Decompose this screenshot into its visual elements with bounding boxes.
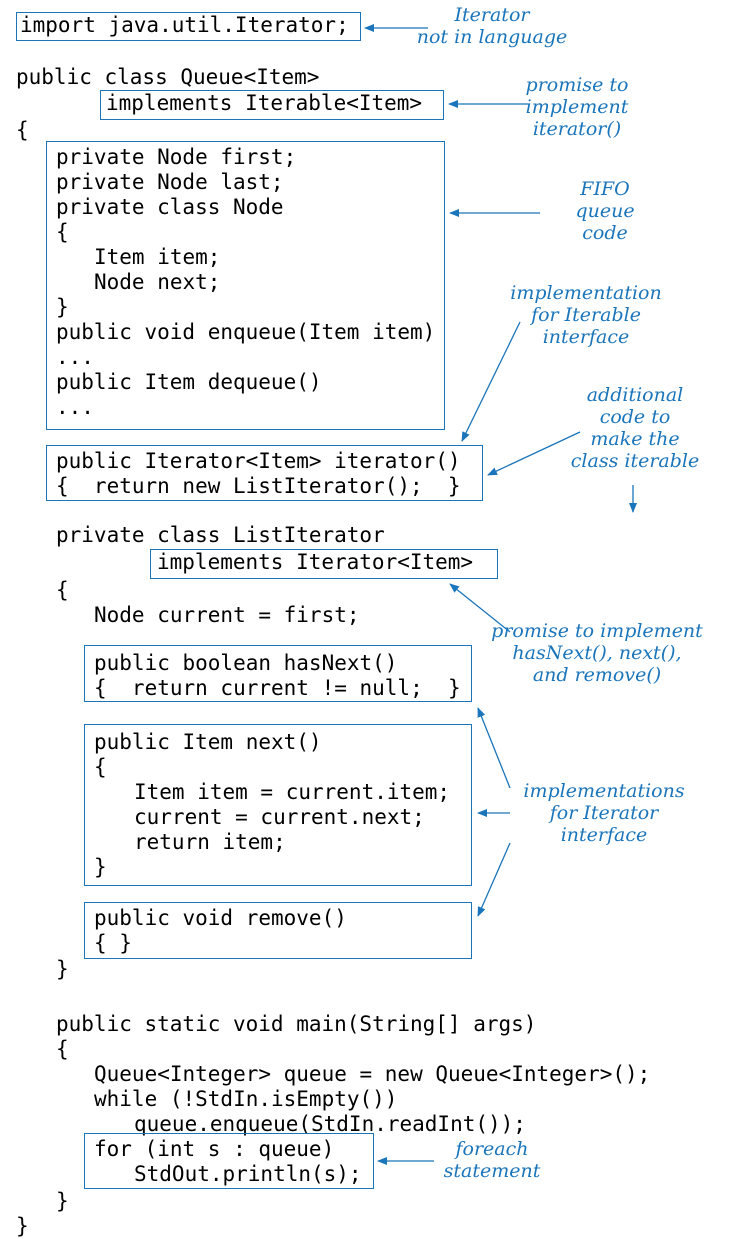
ellipsis-2: ... xyxy=(56,395,94,419)
remove-box xyxy=(84,902,472,959)
import-line: import java.util.Iterator; xyxy=(20,13,349,37)
hasnext-signature: public boolean hasNext() xyxy=(94,651,398,675)
iterator-signature: public Iterator<Item> iterator() xyxy=(56,449,461,473)
field-first: private Node first; xyxy=(56,145,297,169)
node-next-field: Node next; xyxy=(94,270,221,294)
main-queue-line: Queue<Integer> queue = new Queue<Integer… xyxy=(94,1062,651,1086)
annotation-iterator-not-in-language: Iterator not in language xyxy=(416,4,568,48)
node-class-decl: private class Node xyxy=(56,195,284,219)
implements-iterator-box xyxy=(150,549,498,579)
field-last: private Node last; xyxy=(56,170,284,194)
foreach-line: for (int s : queue) xyxy=(94,1137,335,1161)
listiterator-close-brace: } xyxy=(56,957,69,981)
next-line-item: Item item = current.item; xyxy=(134,780,451,804)
remove-body: { } xyxy=(94,931,132,955)
class-close-brace: } xyxy=(16,1214,29,1238)
main-close-brace: } xyxy=(56,1189,69,1213)
class-open-brace: { xyxy=(16,118,29,142)
implements-iterable: implements Iterable<Item> xyxy=(106,91,423,115)
implements-iterator: implements Iterator<Item> xyxy=(157,550,474,574)
annotation-impl-iterator: implementations for Iterator interface xyxy=(523,780,685,846)
fifo-queue-code-box xyxy=(46,141,445,430)
annotation-additional-code: additional code to make the class iterab… xyxy=(570,384,700,472)
main-signature: public static void main(String[] args) xyxy=(56,1012,537,1036)
main-while-line: while (!StdIn.isEmpty()) xyxy=(94,1087,398,1111)
next-line-return: return item; xyxy=(134,830,286,854)
current-field: Node current = first; xyxy=(94,603,360,627)
hasnext-body: { return current != null; } xyxy=(94,676,461,700)
println-line: StdOut.println(s); xyxy=(134,1162,362,1186)
implements-iterable-box xyxy=(100,90,444,120)
next-open-brace: { xyxy=(94,755,107,779)
arrow-impl-to-hasnext xyxy=(477,707,511,789)
foreach-box xyxy=(84,1133,374,1189)
remove-signature: public void remove() xyxy=(94,906,347,930)
iterator-method-box xyxy=(46,445,483,501)
next-signature: public Item next() xyxy=(94,730,322,754)
class-declaration: public class Queue<Item> xyxy=(16,65,320,89)
annotation-impl-iterable: implementation for Iterable interface xyxy=(510,282,662,348)
arrow-impl-to-remove xyxy=(477,842,511,917)
annotation-fifo-queue-code: FIFO queue code xyxy=(575,178,635,244)
arrow-additional-code xyxy=(487,431,581,476)
node-open-brace: { xyxy=(56,220,69,244)
import-box xyxy=(16,12,361,41)
node-close-brace: } xyxy=(56,295,69,319)
next-close-brace: } xyxy=(94,855,107,879)
annotation-promise-iterator: promise to implement iterator() xyxy=(525,74,629,140)
arrow-promise-iterator-methods xyxy=(449,583,511,633)
enqueue-signature: public void enqueue(Item item) xyxy=(56,320,436,344)
main-open-brace: { xyxy=(56,1037,69,1061)
annotation-promise-iterator-methods: promise to implement hasNext(), next(), … xyxy=(491,620,703,686)
next-line-advance: current = current.next; xyxy=(134,805,425,829)
arrow-impl-iterable xyxy=(461,321,521,442)
main-enqueue-line: queue.enqueue(StdIn.readInt()); xyxy=(134,1112,526,1136)
next-box xyxy=(84,724,472,886)
annotation-foreach-statement: foreach statement xyxy=(443,1138,541,1182)
iterator-body: { return new ListIterator(); } xyxy=(56,474,461,498)
node-item-field: Item item; xyxy=(94,245,221,269)
ellipsis-1: ... xyxy=(56,345,94,369)
listiterator-declaration: private class ListIterator xyxy=(56,523,385,547)
dequeue-signature: public Item dequeue() xyxy=(56,370,322,394)
listiterator-open-brace: { xyxy=(56,578,69,602)
hasnext-box xyxy=(84,645,472,702)
